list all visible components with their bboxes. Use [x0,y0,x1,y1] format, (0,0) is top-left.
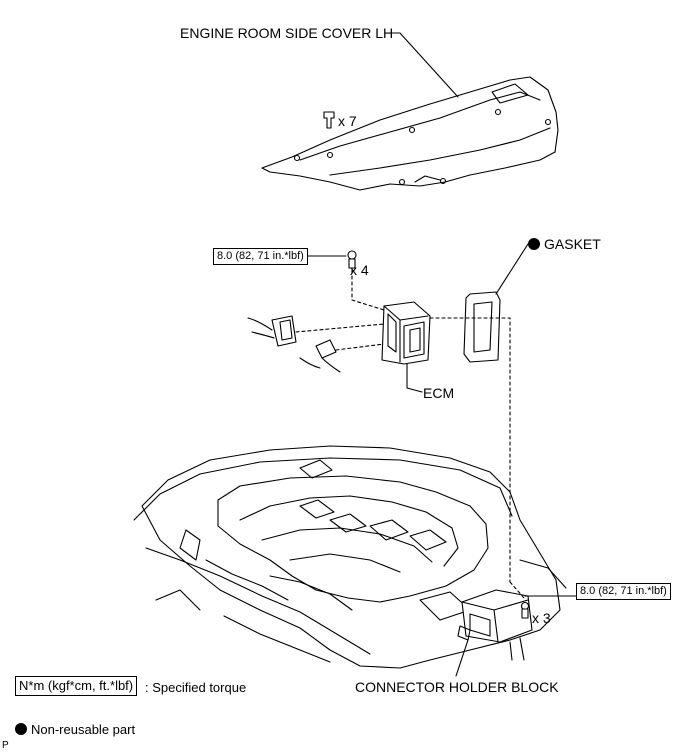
cover-clip [323,111,335,129]
non-reusable-dot-icon [528,238,540,250]
ecm-torque-spec: 8.0 (82, 71 in.*lbf) [213,248,308,265]
harness-connector-2 [299,339,341,373]
engine-room-side-cover-label: ENGINE ROOM SIDE COVER LH [180,25,394,41]
ecm-bolt [347,250,357,269]
vehicle-engine-bay [133,445,567,669]
block-bolt [520,601,530,619]
legend-non-reusable: Non-reusable part [15,722,135,738]
ecm-unit [381,301,431,365]
harness-connector-1 [247,315,297,347]
block-bolt-quantity: x 3 [532,610,551,626]
ecm-label: ECM [423,385,455,401]
cover-clip-quantity: x 7 [338,113,357,129]
connector-holder-block-label: CONNECTOR HOLDER BLOCK [355,679,559,695]
connector-holder-block [457,589,533,661]
gasket-part [463,291,501,363]
block-torque-spec: 8.0 (82, 71 in.*lbf) [576,583,671,600]
gasket-label: GASKET [528,236,601,252]
legend-torque-text: : Specified torque [145,680,247,695]
legend-torque-box: N*m (kgf*cm, ft.*lbf) [15,676,138,696]
engine-room-side-cover [261,76,559,191]
legend-dot-icon [15,723,27,735]
legend-non-reusable-text: Non-reusable part [31,722,136,737]
ecm-bolt-quantity: x 4 [350,262,369,278]
corner-mark: P [2,740,9,751]
gasket-label-text: GASKET [544,236,601,252]
